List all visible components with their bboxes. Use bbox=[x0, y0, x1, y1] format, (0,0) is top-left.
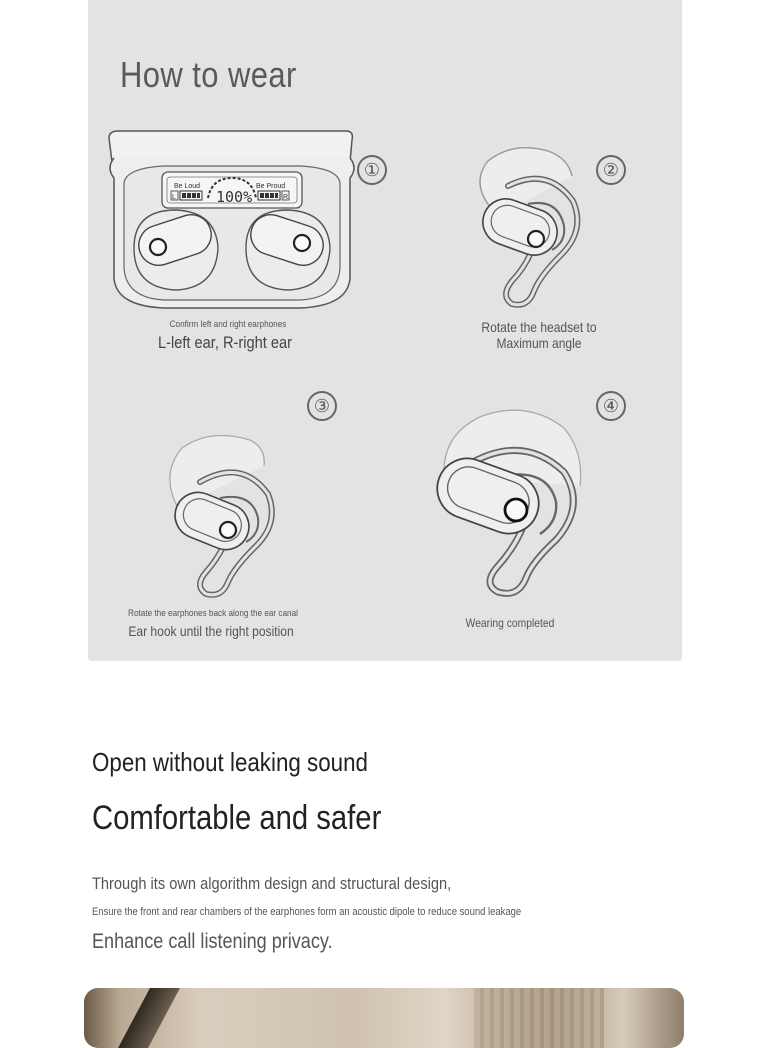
case-left-label: Be Loud bbox=[174, 183, 200, 190]
ear-step-2-illustration bbox=[479, 146, 581, 308]
feature-headline: Comfortable and safer bbox=[92, 799, 382, 837]
case-left-mark: L bbox=[172, 194, 176, 201]
how-to-wear-panel bbox=[88, 0, 682, 661]
step-4-caption: Wearing completed bbox=[465, 616, 555, 630]
step-3-number: ③ bbox=[307, 391, 337, 421]
step-2-caption-line2: Maximum angle bbox=[496, 335, 582, 351]
feature-body-line2: Ensure the front and rear chambers of th… bbox=[92, 906, 522, 918]
step-2-number: ② bbox=[596, 155, 626, 185]
step-1-number: ① bbox=[357, 155, 387, 185]
case-right-mark: R bbox=[283, 194, 288, 201]
step-2-caption-line1: Rotate the headset to bbox=[481, 319, 597, 335]
step-3-caption: Ear hook until the right position bbox=[128, 623, 294, 639]
lifestyle-photo bbox=[84, 988, 684, 1048]
feature-body-line3: Enhance call listening privacy. bbox=[92, 930, 333, 953]
feature-subtitle: Open without leaking sound bbox=[92, 747, 368, 777]
how-to-wear-title: How to wear bbox=[120, 54, 297, 95]
step-1-caption: L-left ear, R-right ear bbox=[157, 333, 293, 352]
step-1-caption-small: Confirm left and right earphones bbox=[169, 319, 287, 330]
step-3-caption-small: Rotate the earphones back along the ear … bbox=[128, 608, 298, 619]
charging-case-illustration: Be Loud Be Proud L 100% R bbox=[108, 130, 355, 309]
ear-step-3-illustration bbox=[169, 434, 275, 598]
step-4-number: ④ bbox=[596, 391, 626, 421]
case-right-label: Be Proud bbox=[256, 183, 285, 190]
feature-body-line1: Through its own algorithm design and str… bbox=[92, 874, 452, 893]
case-battery-percent: 100% bbox=[216, 188, 252, 206]
ear-step-4-illustration bbox=[436, 409, 582, 597]
